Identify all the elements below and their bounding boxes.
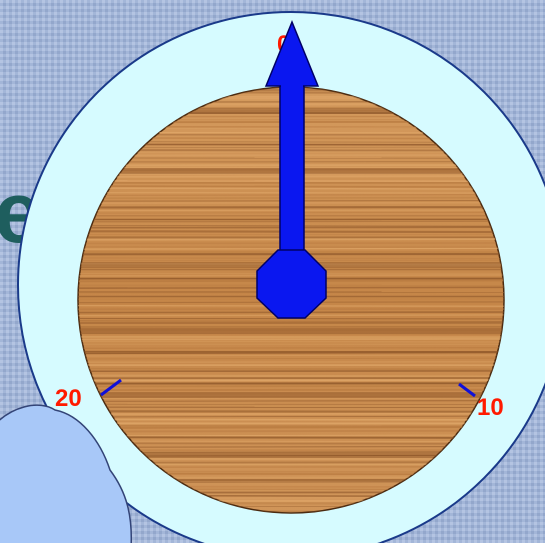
tick-label-10: 10: [477, 394, 504, 421]
tick-label-20: 20: [55, 385, 82, 412]
octagon-hub-icon: [257, 250, 326, 318]
